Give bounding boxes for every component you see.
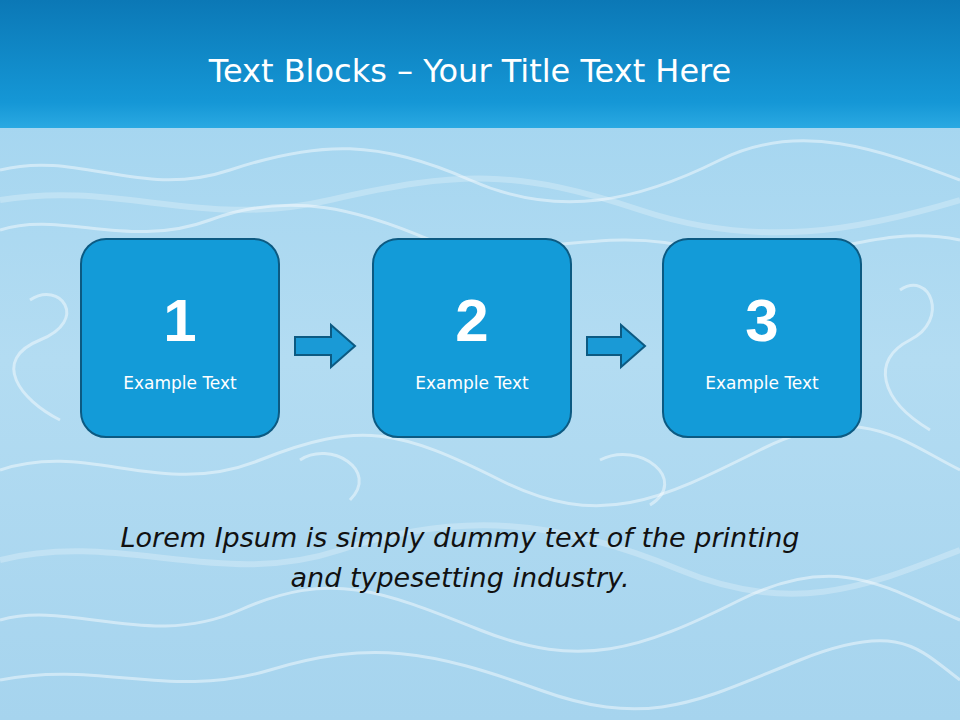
block-arrow bbox=[587, 325, 645, 367]
step-text: Example Text bbox=[705, 373, 819, 393]
step-box: 2Example Text bbox=[372, 238, 572, 438]
step-text: Example Text bbox=[123, 373, 237, 393]
step-text: Example Text bbox=[415, 373, 529, 393]
step-box: 1Example Text bbox=[80, 238, 280, 438]
slide-title: Text Blocks – Your Title Text Here bbox=[0, 52, 940, 90]
ripples bbox=[0, 141, 960, 709]
block-arrow bbox=[295, 325, 355, 367]
step-box: 3Example Text bbox=[662, 238, 862, 438]
step-number: 2 bbox=[455, 291, 488, 351]
step-number: 3 bbox=[745, 291, 778, 351]
title-band bbox=[0, 0, 960, 128]
caption-text: Lorem Ipsum is simply dummy text of the … bbox=[100, 518, 820, 598]
step-number: 1 bbox=[163, 291, 196, 351]
